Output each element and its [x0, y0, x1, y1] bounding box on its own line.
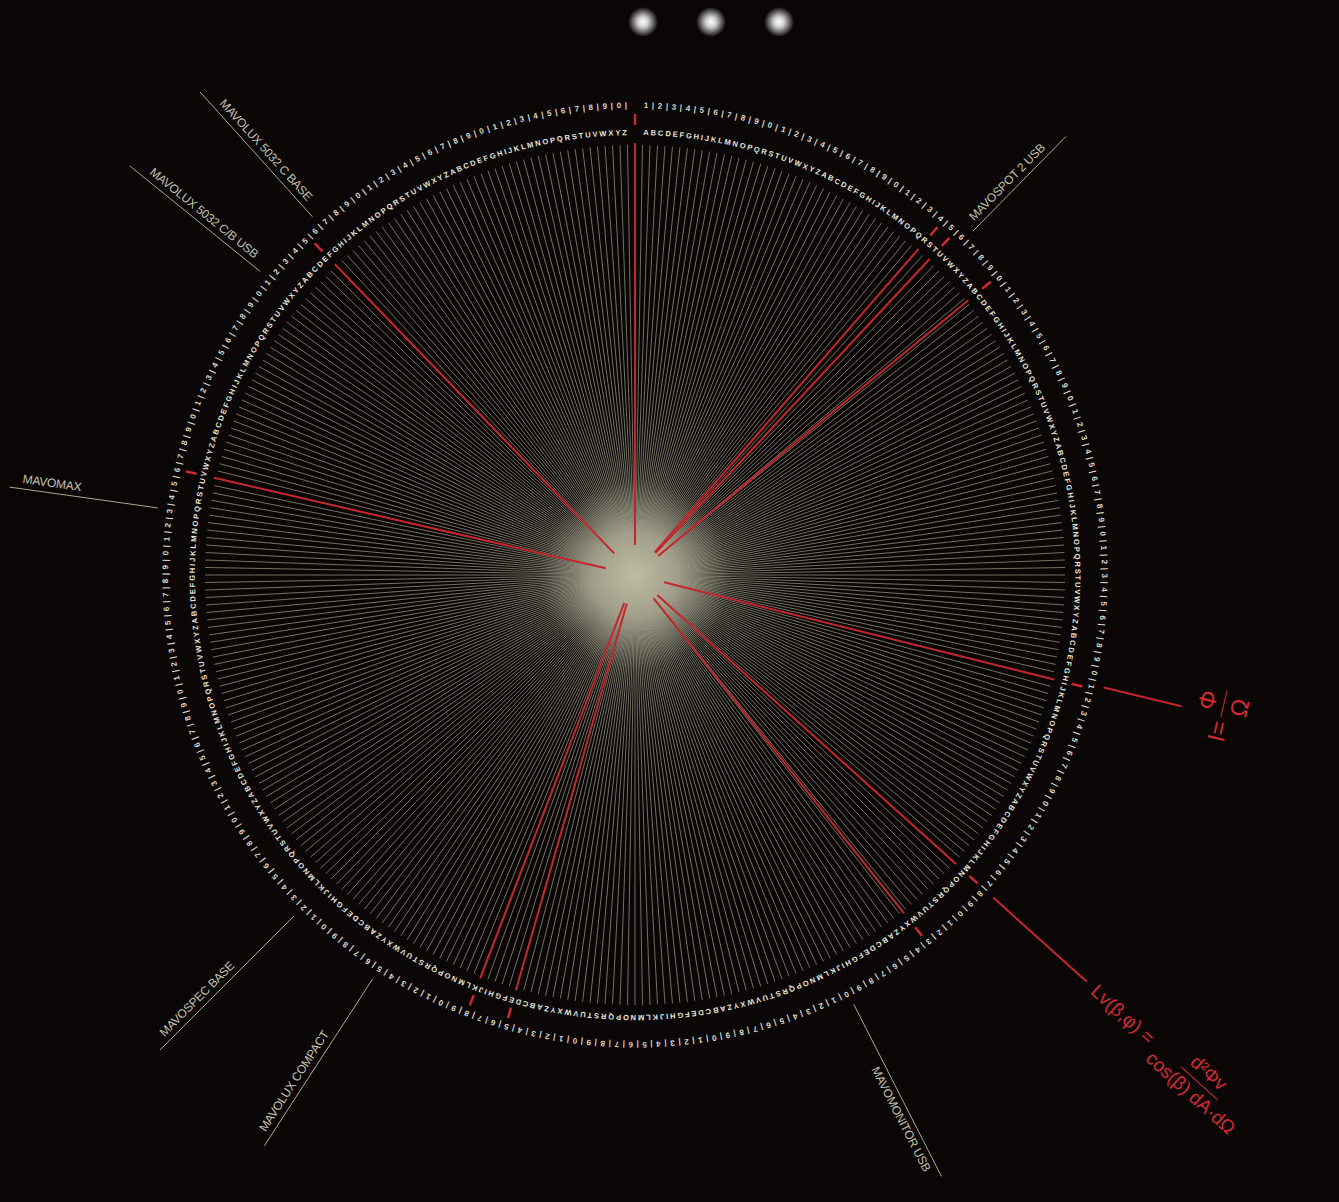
product-label: MAVOLUX COMPACT	[257, 1028, 333, 1134]
red-ray	[516, 604, 627, 990]
luminance-formula: Lv(β,φ) =d²Φvcos(β) dA·dΩ	[1078, 970, 1261, 1142]
letter-ring: ABCDEFGHIJKLMNOPQRSTUVWXYZABCDEFGHIJKLMN…	[188, 128, 1082, 1022]
light-dot	[696, 7, 726, 37]
product-label: MAVOSPEC BASE	[156, 959, 237, 1040]
ring-tick	[634, 114, 636, 125]
fraction: d²Φvcos(β) dA·dΩ	[1139, 1025, 1262, 1142]
red-ray	[657, 595, 956, 864]
red-ray	[654, 598, 904, 913]
ring-tick	[315, 243, 323, 251]
ring-group: ABCDEFGHIJKLMNOPQRSTUVWXYZABCDEFGHIJKLMN…	[161, 101, 1109, 1049]
leader-line	[130, 166, 261, 272]
ring-tick	[969, 876, 977, 883]
formula-text: I=	[1201, 717, 1233, 744]
leader-line	[973, 136, 1066, 231]
ring-tick	[508, 1008, 511, 1019]
intensity-formula: I=ΦΩ	[1185, 683, 1256, 748]
product-label: MAVOLUX 5032 C/B USB	[147, 165, 261, 261]
red-ray	[664, 582, 1054, 679]
ring-tick	[1072, 684, 1083, 687]
formula-text: Ω	[1221, 691, 1256, 723]
product-label: MAVOLUX 5032 C BASE	[217, 96, 315, 203]
product-label: MAVOMAX	[22, 472, 82, 494]
leader-line	[264, 979, 372, 1146]
leader-line	[10, 487, 158, 508]
formula-leader	[993, 898, 1087, 982]
formula-leader	[1104, 688, 1182, 707]
ring-tick	[930, 227, 937, 235]
formula-text: Φ	[1191, 683, 1227, 717]
ring-tick	[470, 995, 474, 1005]
red-ray	[335, 264, 614, 553]
number-ring: 1|2|3|4|5|6|7|8|9|0|1|2|3|4|5|6|7|8|9|0|…	[161, 101, 1109, 1049]
red-ray	[480, 603, 624, 978]
light-dot	[764, 7, 794, 37]
red-ray	[634, 143, 636, 545]
leader-group	[10, 92, 1182, 1176]
formula-text: Lv(β,φ) =	[1087, 980, 1159, 1048]
leader-line	[854, 1004, 942, 1176]
leader-line	[160, 916, 294, 1050]
red-ray	[214, 478, 606, 568]
leader-line	[200, 92, 312, 217]
product-label: MAVOMONITOR USB	[868, 1064, 933, 1174]
fraction: ΦΩ	[1191, 683, 1257, 724]
red-ray	[655, 259, 929, 553]
product-label: MAVOSPOT 2 USB	[966, 141, 1048, 224]
red-ray	[658, 300, 968, 556]
light-dot	[628, 7, 658, 37]
ring-tick	[982, 282, 990, 289]
ring-tick	[942, 238, 950, 246]
ring-tick	[915, 927, 922, 936]
red-ray	[655, 249, 919, 552]
ring-tick	[186, 471, 197, 473]
